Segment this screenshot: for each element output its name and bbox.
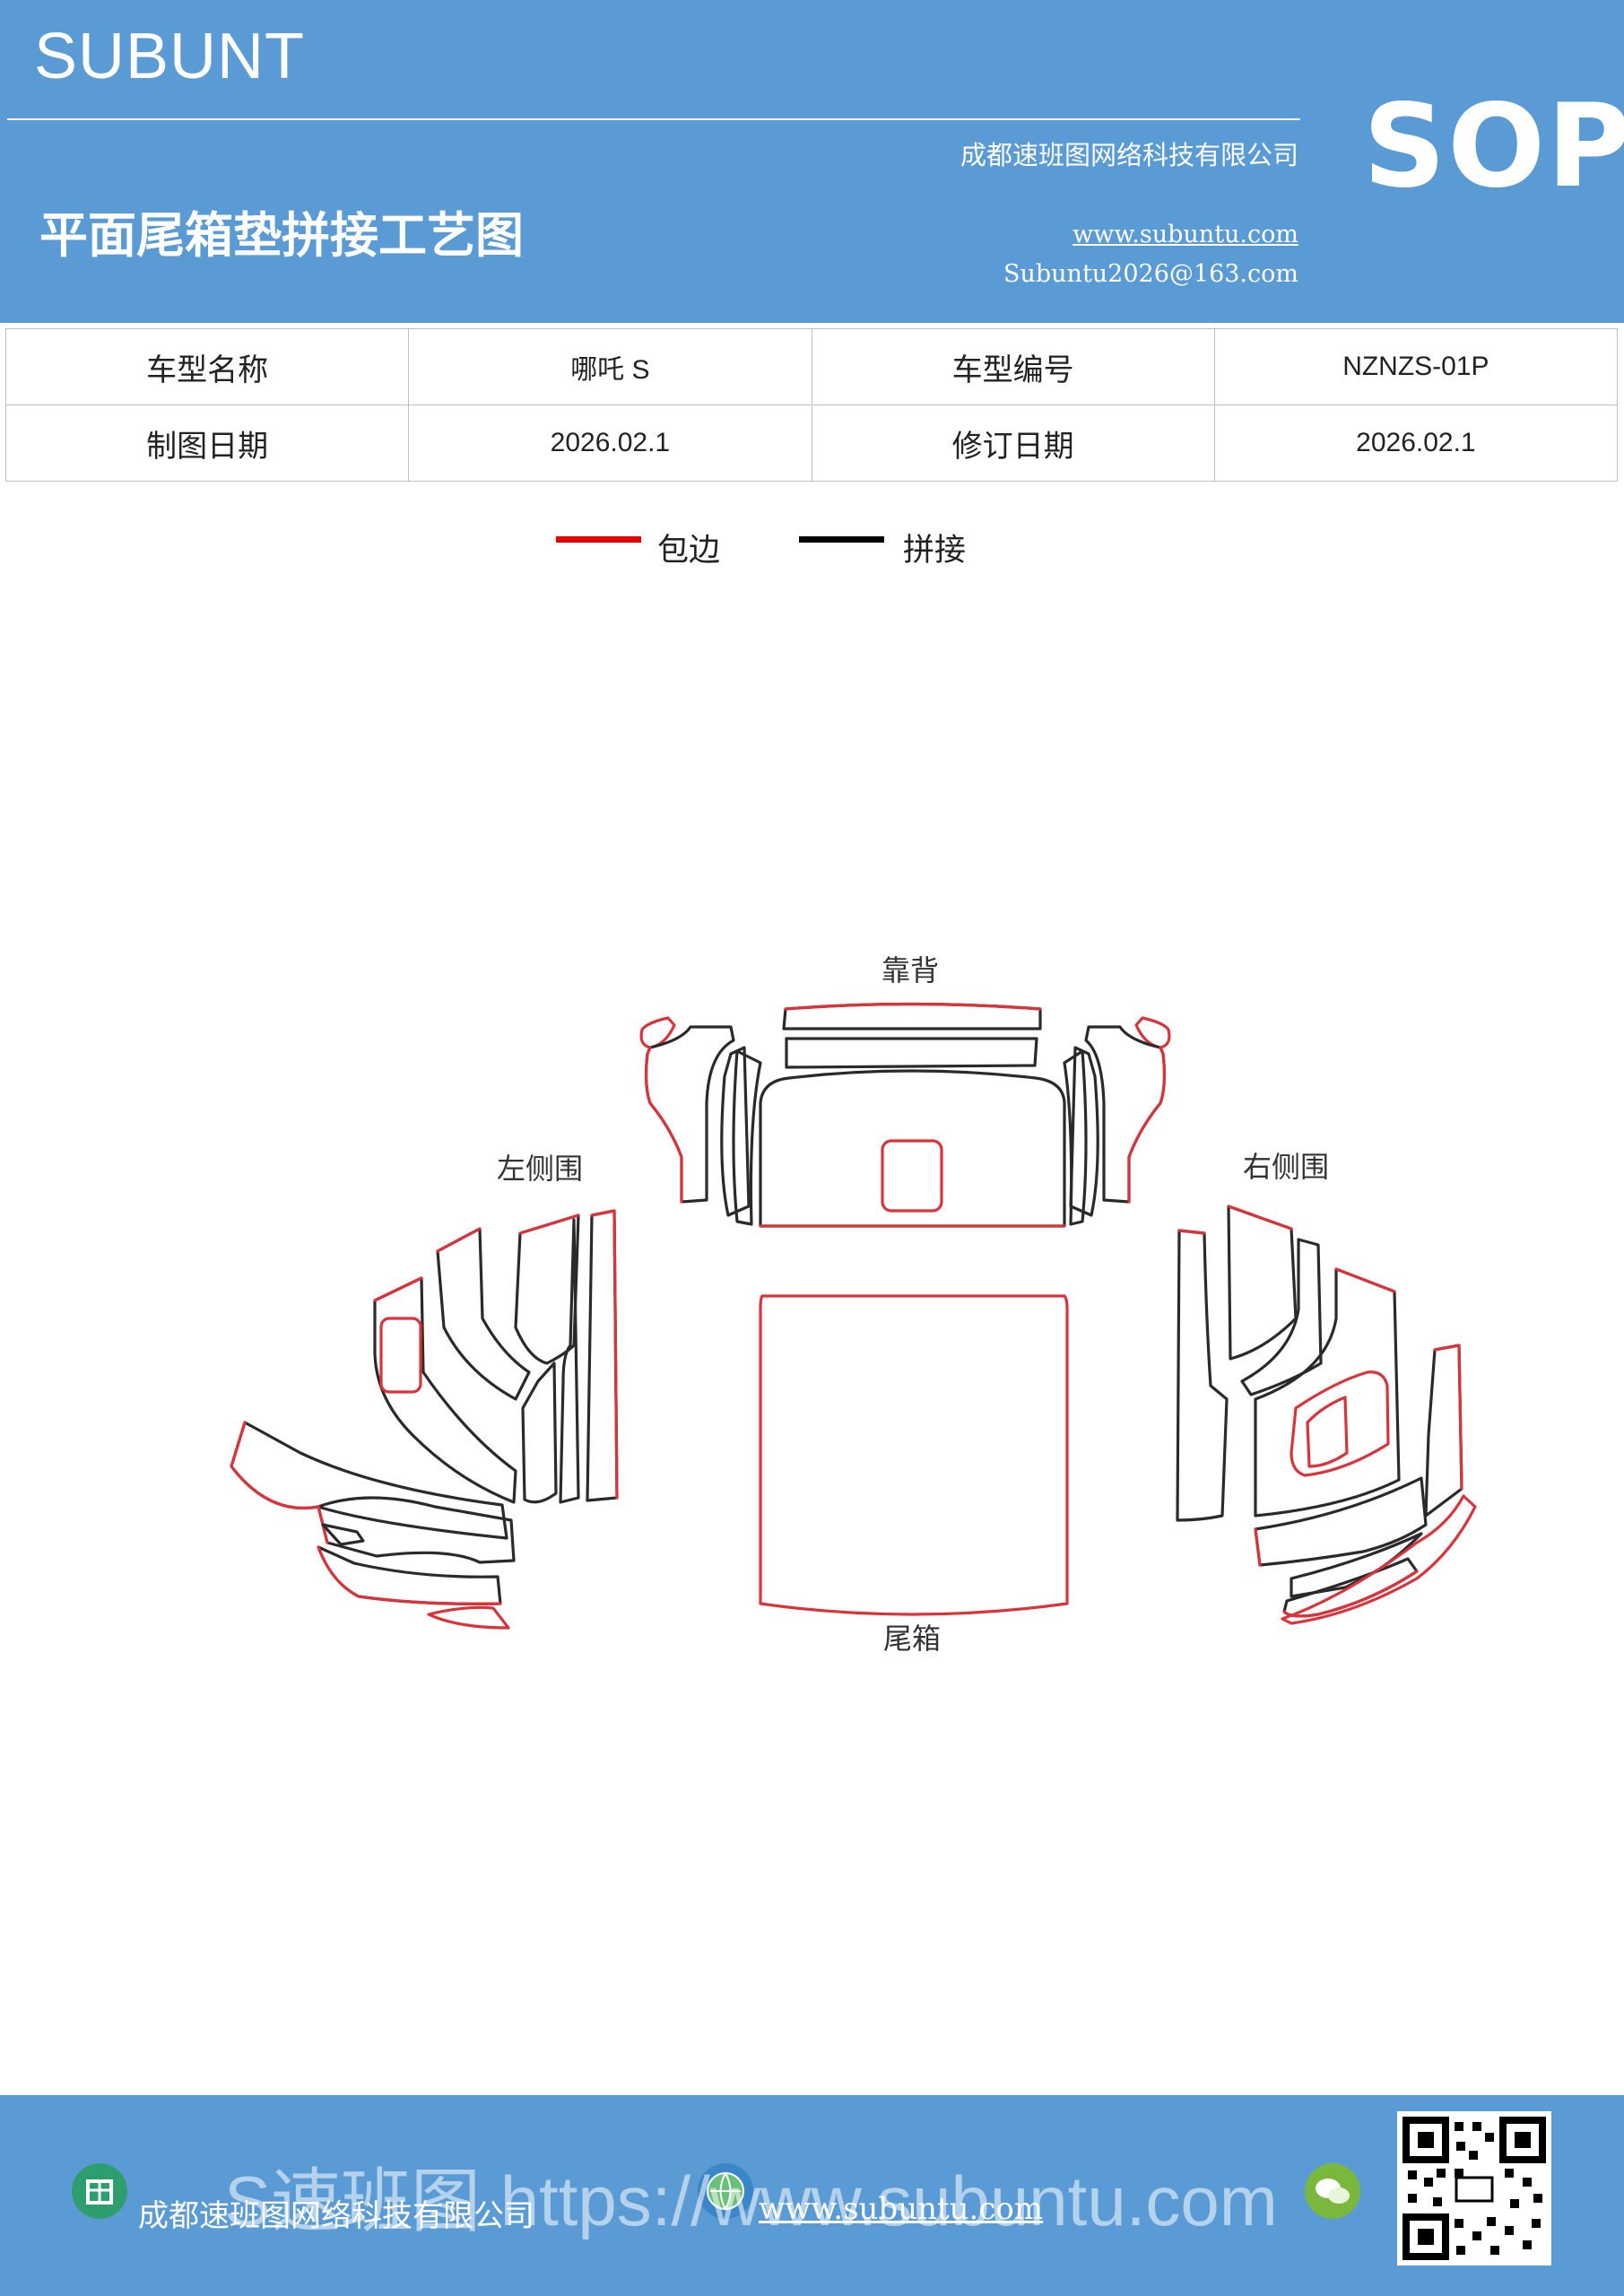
- splice-legend-label: 拼接: [903, 533, 967, 569]
- email-address: Subuntu2026@163.com: [1003, 260, 1298, 288]
- footer-website-link[interactable]: www.subuntu.com: [759, 2191, 1044, 2227]
- model-code-label: 车型编号: [811, 328, 1215, 405]
- draw-date-label: 制图日期: [4, 404, 410, 482]
- brand-logo-text: SUBUNT: [34, 21, 306, 92]
- revise-date-label: 修订日期: [811, 404, 1215, 482]
- building-icon: [72, 2163, 127, 2219]
- trunk-label: 尾箱: [883, 1622, 941, 1656]
- table-row: 制图日期 2026.02.1 修订日期 2026.02.1: [4, 404, 1619, 482]
- header-divider: [7, 118, 1300, 120]
- left-side-panels: [230, 1209, 619, 1630]
- table-row: 车型名称 哪吒 S 车型编号 NZNZS-01P: [4, 328, 1619, 405]
- splice-legend-swatch: [799, 536, 884, 543]
- footer-company-name: 成都速班图网络科技有限公司: [138, 2198, 534, 2234]
- model-name-label: 车型名称: [4, 328, 410, 405]
- backrest-main-panel: [759, 1069, 1066, 1228]
- website-link[interactable]: www.subuntu.com: [1073, 221, 1298, 248]
- edge-legend-label: 包边: [657, 533, 721, 569]
- left-side-label: 左侧围: [497, 1152, 583, 1186]
- right-side-panels: [1176, 1205, 1477, 1625]
- company-name: 成都速班图网络科技有限公司: [960, 140, 1298, 170]
- model-name-value: 哪吒 S: [408, 328, 812, 405]
- qr-code-image: [1397, 2111, 1551, 2266]
- back-label: 靠背: [881, 953, 939, 987]
- wechat-icon: [1305, 2163, 1360, 2219]
- footer-watermark: S速班图 https://www.subuntu.com: [224, 2161, 1278, 2240]
- edge-legend-swatch: [556, 536, 641, 543]
- revise-date-value: 2026.02.1: [1213, 404, 1619, 482]
- globe-icon: [698, 2163, 753, 2219]
- document-title: 平面尾箱垫拼接工艺图: [39, 206, 524, 264]
- sop-badge: SOP: [1363, 80, 1624, 213]
- backrest-top-strip: [782, 1002, 1042, 1031]
- backrest-right-wing: [1063, 1016, 1171, 1226]
- trunk-floor-panel: [759, 1294, 1069, 1616]
- model-code-value: NZNZS-01P: [1213, 328, 1619, 405]
- backrest-left-wing: [639, 1016, 762, 1226]
- header-banner: [0, 0, 1624, 323]
- vehicle-info-table: 车型名称 哪吒 S 车型编号 NZNZS-01P 制图日期 2026.02.1 …: [4, 328, 1619, 482]
- right-side-label: 右侧围: [1243, 1150, 1329, 1184]
- backrest-middle-strip: [785, 1037, 1038, 1069]
- draw-date-value: 2026.02.1: [408, 404, 812, 482]
